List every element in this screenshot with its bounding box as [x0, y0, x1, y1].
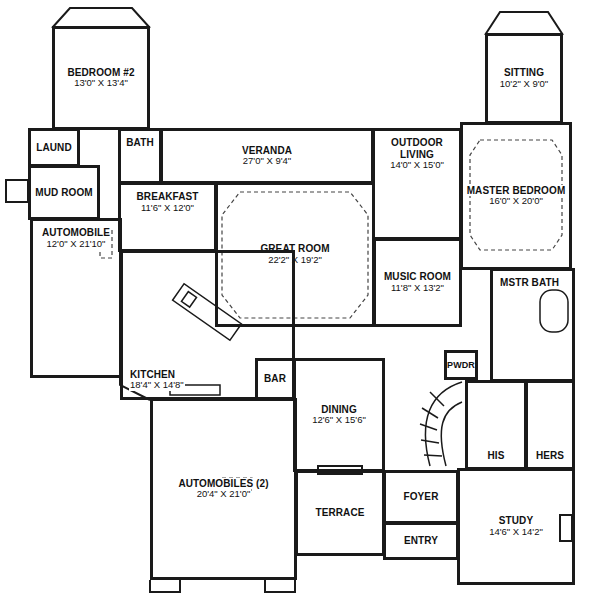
room-box: OUTDOOR LIVING14'0" X 15'0" — [372, 128, 462, 240]
stair-tread — [430, 392, 444, 406]
room-box: BEDROOM #213'0" X 13'4" — [52, 26, 150, 130]
room-dimension: 12'0" X 21'10" — [46, 239, 107, 250]
room-dimension: 13'0" X 13'4" — [73, 78, 129, 89]
room-name: FOYER — [403, 491, 440, 503]
bedroom-bay — [52, 8, 150, 28]
room-box: HIS — [465, 380, 527, 470]
room-box: AUTOMOBILES (2)20'4" X 21'0" — [150, 398, 297, 580]
room-name: MUSIC ROOM — [383, 271, 452, 283]
room-box: BAR — [255, 358, 295, 400]
room-name: DINING — [320, 404, 358, 416]
room-name: VERANDA — [241, 145, 293, 157]
room-name: BREAKFAST — [135, 191, 199, 203]
room-dimension: 12'6" X 15'6" — [311, 415, 367, 426]
garage-bay — [265, 580, 295, 592]
room-box: DINING12'6" X 15'6" — [293, 358, 385, 472]
room-box: BREAKFAST11'6" X 12'0" — [118, 182, 217, 252]
room-box: HERS — [525, 380, 575, 470]
room-dimension: 16'0" X 20'0" — [488, 196, 544, 207]
room-dimension: 20'4" X 21'0" — [196, 489, 252, 500]
room-name: MASTER BEDROOM — [466, 185, 567, 197]
room-dimension: 14'0" X 15'0" — [389, 160, 445, 171]
room-dimension: 10'2" X 9'0" — [499, 79, 549, 90]
room-box: ENTRY — [383, 522, 459, 560]
room-box: STUDY14'6" X 14'2" — [457, 468, 575, 585]
garage-bay — [150, 580, 180, 592]
room-name: BEDROOM #2 — [66, 67, 135, 79]
room-name: HERS — [535, 450, 565, 462]
room-name: HIS — [487, 450, 506, 462]
stair-tread — [424, 455, 442, 456]
room-dimension: 14'6" X 14'2" — [488, 527, 544, 538]
room-name: AUTOMOBILES (2) — [177, 478, 269, 490]
mud-room-step — [6, 180, 28, 202]
room-name: PWDR — [446, 360, 476, 370]
stair-tread — [422, 408, 438, 418]
room-box: MUD ROOM — [28, 165, 100, 220]
room-name: TERRACE — [314, 507, 365, 519]
room-box: MASTER BEDROOM16'0" X 20'0" — [460, 122, 572, 270]
room-box: BATH — [118, 128, 162, 184]
room-box: GREAT ROOM22'2" X 19'2" — [215, 182, 375, 327]
fireplace — [560, 515, 572, 541]
room-name: BATH — [125, 137, 154, 149]
room-name: OUTDOOR LIVING — [381, 137, 453, 160]
room-box: PWDR — [444, 350, 478, 380]
room-dimension: 18'4" X 14'8" — [129, 380, 185, 391]
room-name: MUD ROOM — [34, 187, 93, 199]
room-name: LAUND — [35, 142, 73, 154]
stair-tread — [421, 440, 439, 443]
room-name: KITCHEN — [129, 369, 176, 381]
great-room-ceiling — [222, 192, 368, 318]
room-box: AUTOMOBILE12'0" X 21'10" — [30, 218, 122, 378]
room-box: FOYER — [383, 470, 459, 524]
room-dimension: 27'0" X 9'4" — [242, 156, 292, 167]
room-name: AUTOMOBILE — [41, 227, 111, 239]
room-name: ENTRY — [403, 535, 439, 547]
stair-tread — [420, 424, 437, 430]
room-name: MSTR BATH — [499, 277, 560, 289]
room-box: TERRACE — [295, 470, 385, 556]
room-dimension: 11'6" X 12'0" — [140, 203, 195, 214]
stair-curve — [441, 402, 462, 466]
room-box: MUSIC ROOM11'8" X 13'2" — [373, 238, 462, 327]
stair-curve — [425, 382, 462, 466]
room-name: STUDY — [498, 515, 534, 527]
kitchen-island — [173, 284, 242, 341]
room-name: SITTING — [503, 67, 545, 79]
room-box: VERANDA27'0" X 9'4" — [160, 128, 374, 184]
sitting-bay — [485, 12, 563, 35]
room-box: MSTR BATH — [490, 268, 575, 382]
room-dimension: 11'8" X 13'2" — [390, 283, 445, 294]
room-box: LAUND — [28, 128, 80, 167]
room-box: SITTING10'2" X 9'0" — [485, 33, 563, 124]
room-name: BAR — [263, 373, 287, 385]
bathtub — [540, 290, 568, 332]
